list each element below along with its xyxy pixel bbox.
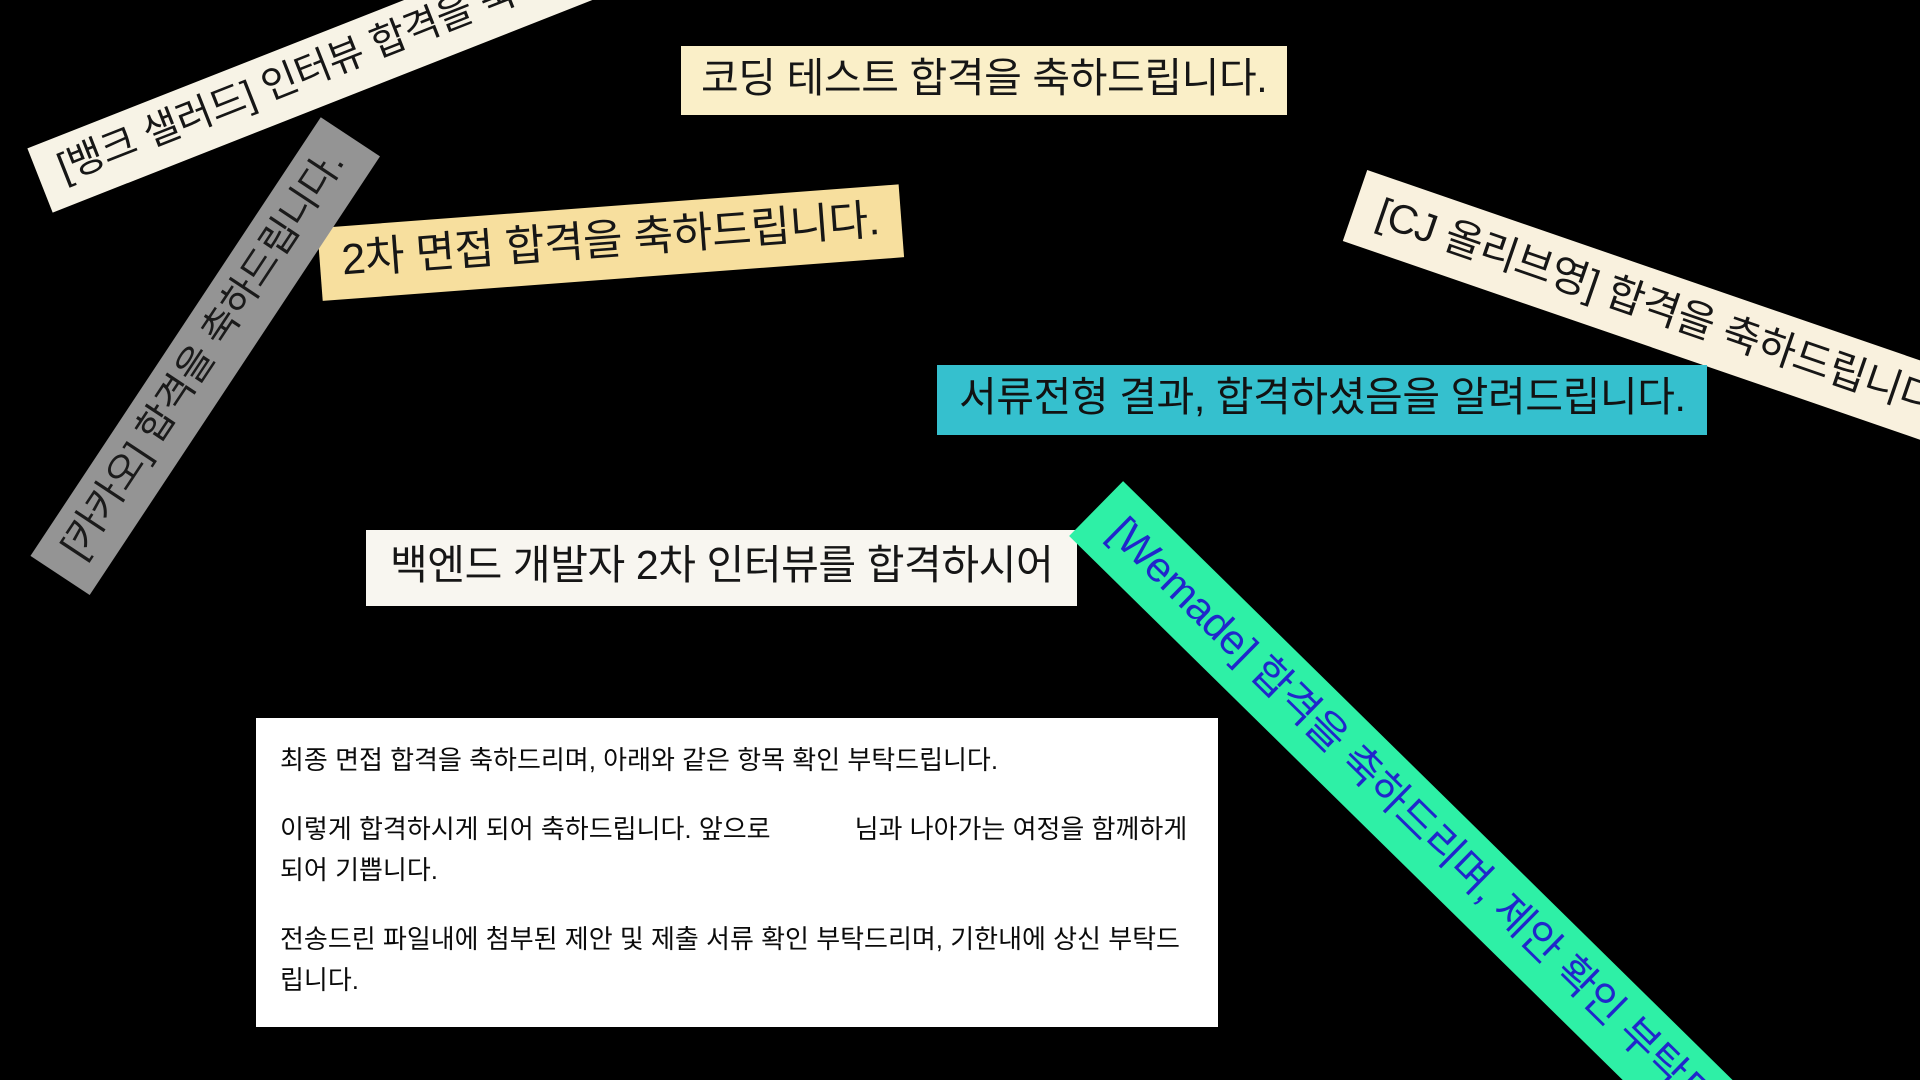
banner-coding-test: 코딩 테스트 합격을 축하드립니다. [681,46,1288,116]
letter-paragraph-1: 최종 면접 합격을 축하드리며, 아래와 같은 항목 확인 부탁드립니다. [280,745,999,775]
letter-paragraph-2-after: 님과 나아가는 여정을 함께하게 되어 기쁩니다. [280,814,1188,886]
banner-bank-salad: [뱅크 샐러드] 인터뷰 합격을 축하드립니다. [27,0,723,213]
banner-second-interview: 2차 면접 합격을 축하드립니다. [317,184,905,302]
banner-backend-developer: 백엔드 개발자 2차 인터뷰를 합격하시어 [366,530,1078,607]
letter-paragraph-3: 전송드린 파일내에 첨부된 제안 및 제출 서류 확인 부탁드리며, 기한내에 … [280,924,1180,996]
offer-letter-block: 최종 면접 합격을 축하드리며, 아래와 같은 항목 확인 부탁드립니다. 이렇… [256,718,1218,1028]
letter-spacer-1 [280,781,1194,809]
letter-paragraph-2-before: 이렇게 합격하시게 되어 축하드립니다. 앞으로 [280,814,771,845]
banner-document-screening: 서류전형 결과, 합격하셨음을 알려드립니다. [937,365,1708,436]
letter-spacer-2 [280,891,1194,919]
